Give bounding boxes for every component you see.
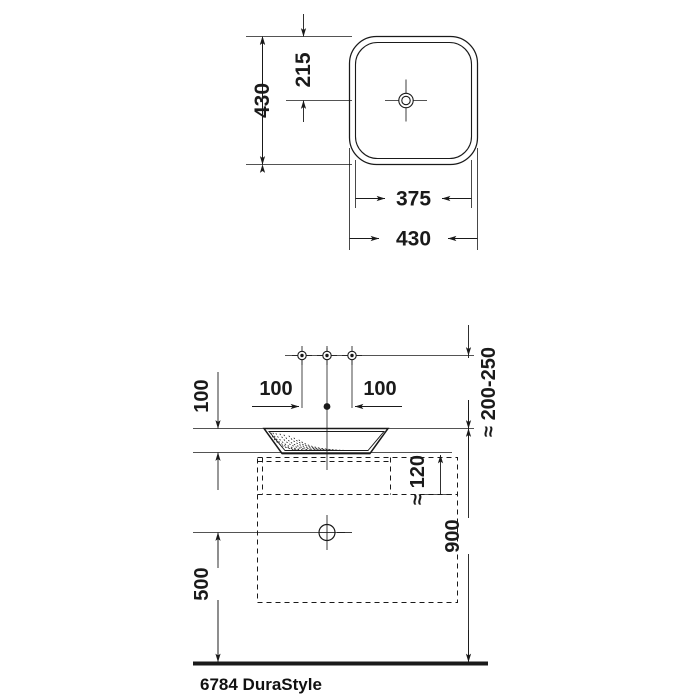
dim-label-430-width: 430 [396, 228, 431, 251]
dimension-top-430-horizontal: 430 [349, 228, 478, 251]
drain-crosshair-top [385, 79, 427, 122]
dim-label-100-right: 100 [363, 378, 396, 400]
dim-label-215: 215 [292, 52, 315, 87]
dim-label-430-depth: 430 [251, 83, 274, 118]
dimension-taphole-spacing: 100 100 [252, 378, 402, 410]
dimension-drain-height-500: 500 [191, 532, 228, 663]
dim-label-120: ≈ 120 [407, 455, 429, 505]
top-view-width-extension-lines [349, 148, 478, 250]
top-view: 430 215 375 430 [246, 14, 479, 251]
dimension-rim-height-900: 900 [442, 428, 479, 663]
dimension-top-430-vertical: 430 [251, 36, 274, 173]
dimension-rim-to-taphole-100: 100 [191, 372, 221, 490]
model-label: 6784 DuraStyle [200, 675, 322, 694]
dim-label-200-250: ≈ 200-250 [478, 347, 500, 437]
dimension-wall-clearance: ≈ 200-250 [459, 325, 500, 437]
tap-hole-center [317, 346, 337, 365]
tap-hole-right [342, 346, 362, 365]
basin-cross-section [262, 348, 390, 470]
dim-label-500: 500 [191, 567, 213, 600]
dim-label-900: 900 [442, 519, 464, 552]
dimension-top-215-vertical: 215 [292, 14, 315, 122]
drain-crosshair-front [310, 515, 345, 550]
dim-label-100-rim: 100 [191, 379, 213, 412]
tap-holes [292, 346, 362, 410]
tap-hole-left [292, 346, 312, 365]
front-view-reference-lines [193, 355, 474, 533]
dim-label-375: 375 [396, 188, 431, 211]
cabinet-outline-dashed [257, 457, 458, 603]
front-elevation-view: 100 100 100 ≈ 120 500 [191, 325, 500, 666]
dim-label-100-left: 100 [259, 378, 292, 400]
dimension-basin-depth-120: ≈ 120 [407, 454, 444, 505]
dimension-top-375-horizontal: 375 [355, 188, 472, 211]
